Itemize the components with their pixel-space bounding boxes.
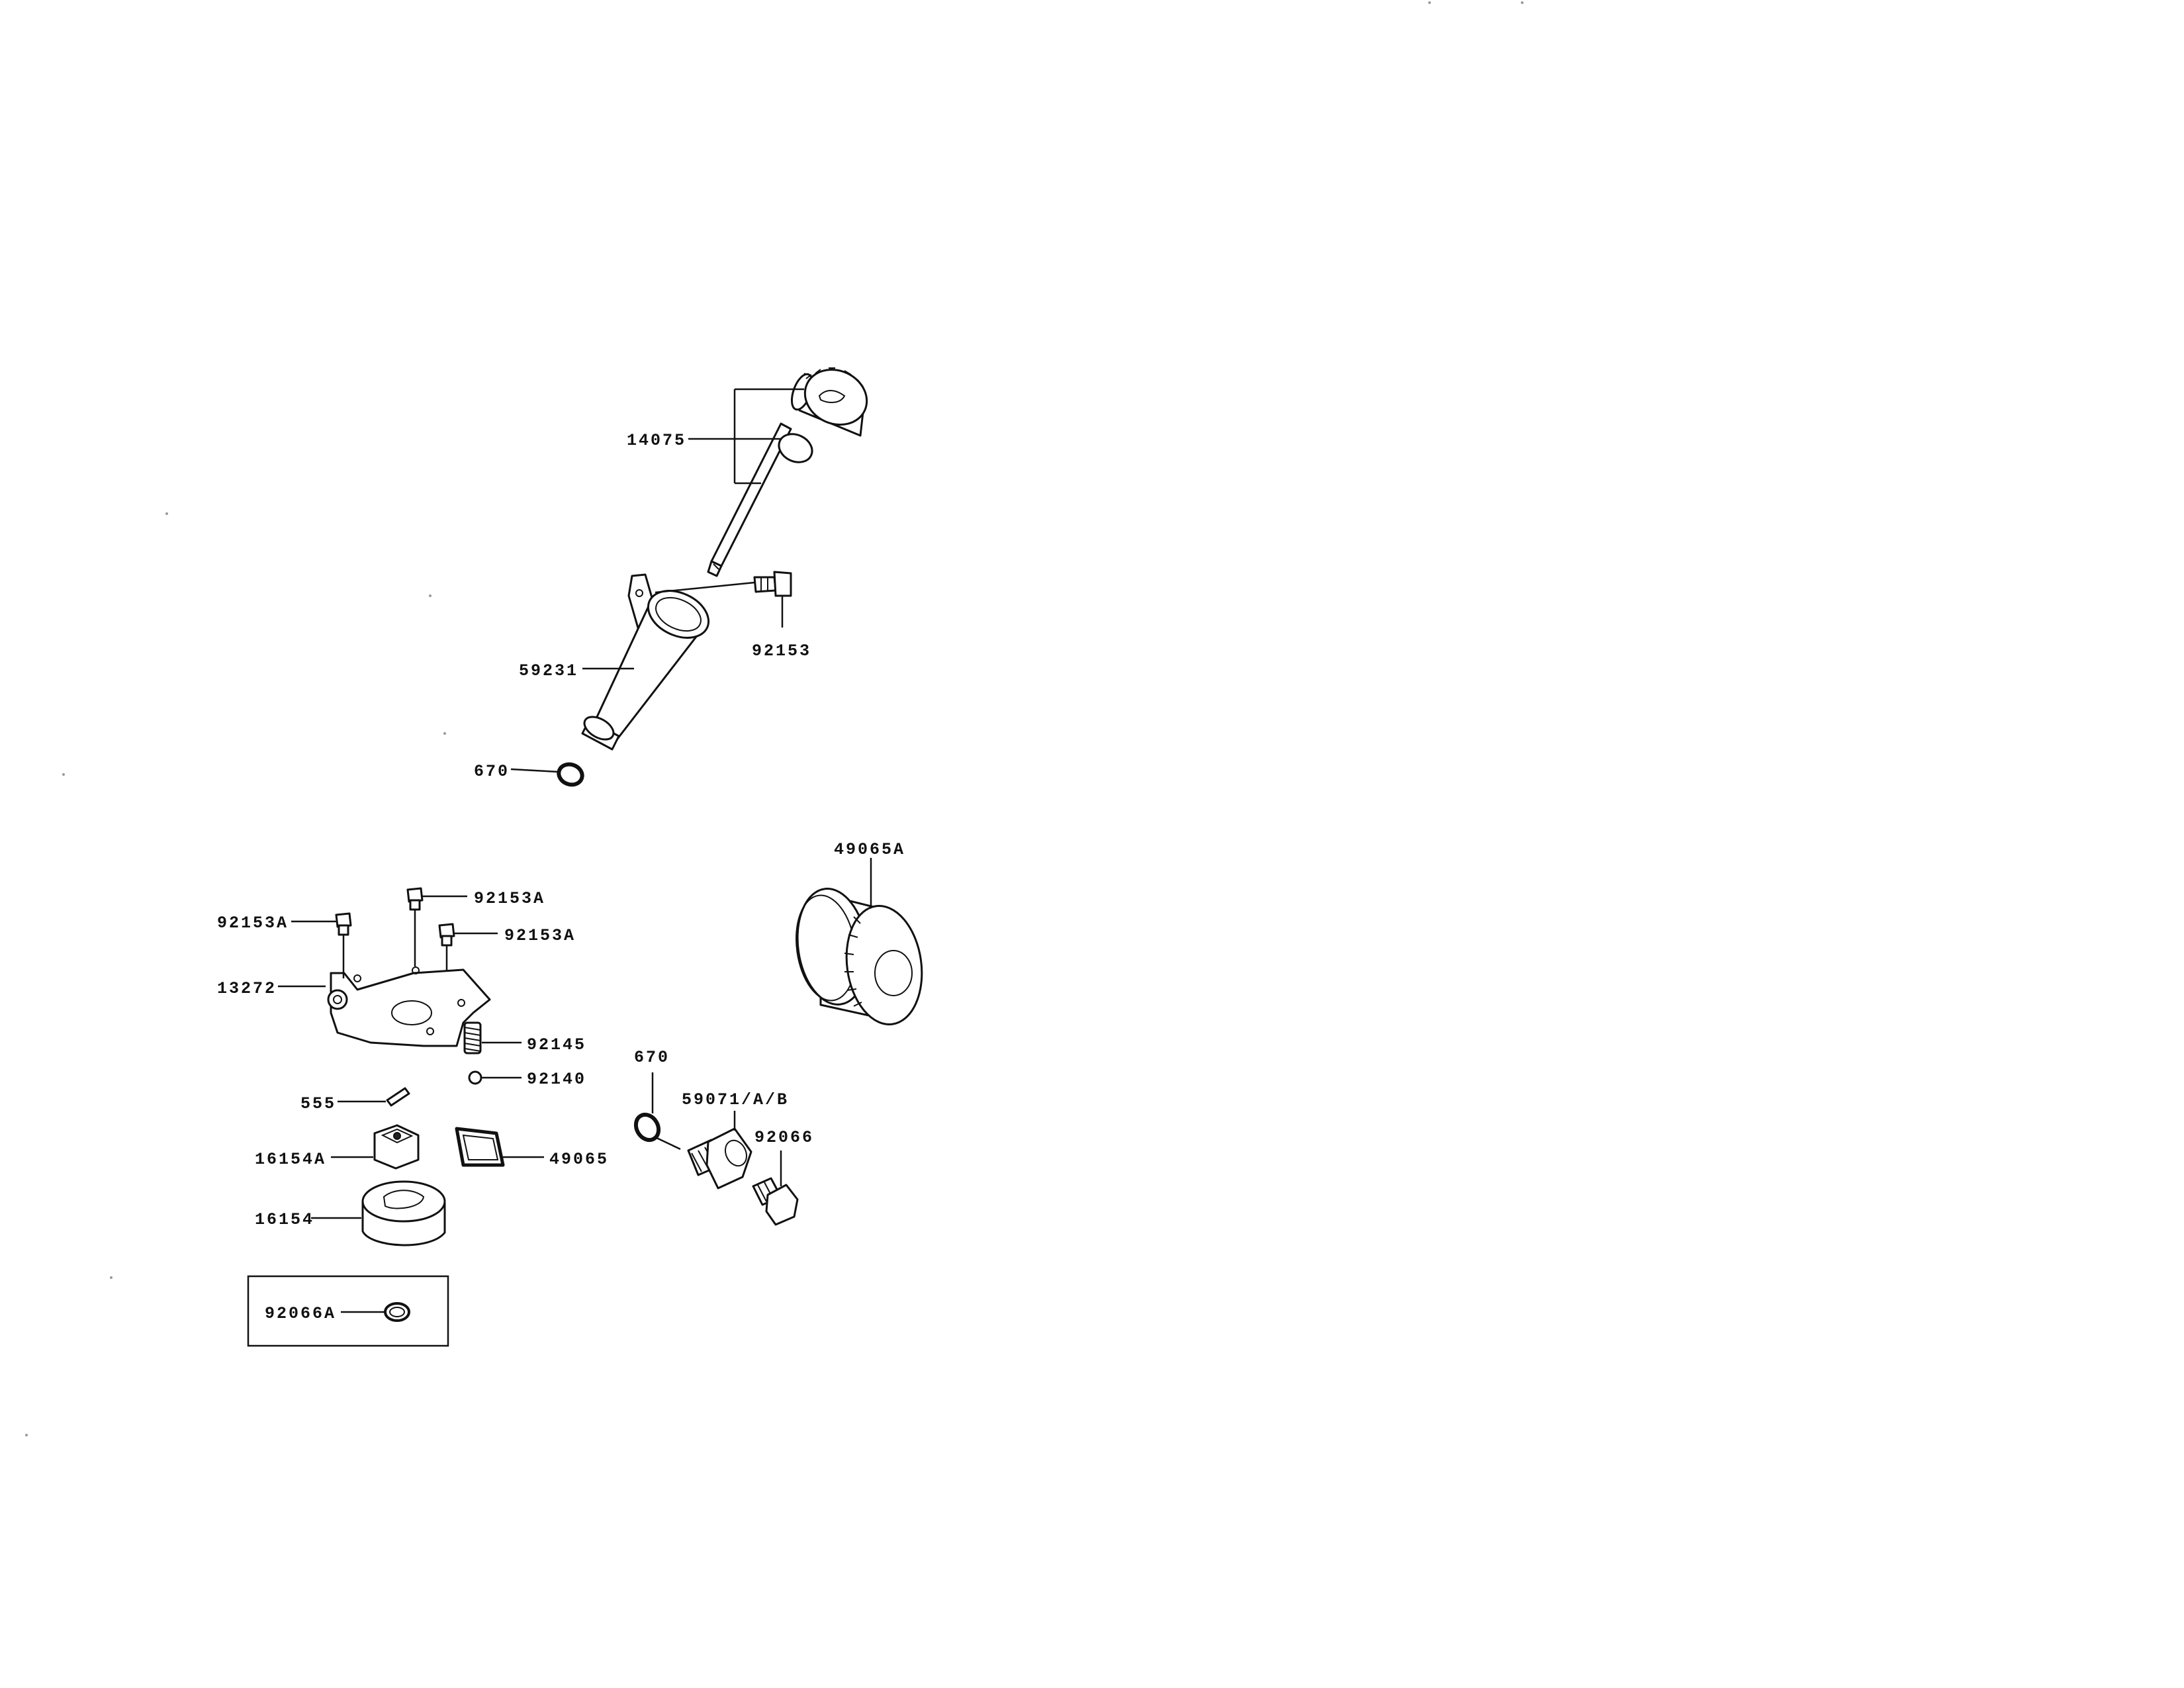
label-13272: 13272 xyxy=(217,979,277,998)
label-59231: 59231 xyxy=(519,661,578,680)
bolt-92153 xyxy=(655,571,792,628)
label-92066: 92066 xyxy=(754,1128,814,1147)
label-59071: 59071/A/B xyxy=(682,1090,789,1109)
leader-14075 xyxy=(688,388,804,485)
dipstick-14075 xyxy=(707,367,868,577)
inner-rotor-16154A xyxy=(331,1124,420,1170)
label-92153: 92153 xyxy=(752,641,811,661)
label-14075: 14075 xyxy=(627,431,686,450)
label-670-top: 670 xyxy=(474,762,510,781)
outer-rotor-16154 xyxy=(311,1180,446,1246)
label-670-mid: 670 xyxy=(634,1048,670,1067)
oring-670-top xyxy=(510,762,584,787)
label-16154A: 16154A xyxy=(255,1150,326,1169)
screen-49065 xyxy=(455,1127,544,1167)
scan-noise xyxy=(25,1,1524,1436)
kit-box-92066A xyxy=(247,1275,449,1347)
pump-cover-13272 xyxy=(327,966,491,1047)
bolt-92153A-top xyxy=(406,887,467,966)
ball-92140 xyxy=(468,1070,522,1085)
label-92153A-top: 92153A xyxy=(474,889,545,908)
drain-plug-92066 xyxy=(752,1150,799,1226)
filler-tube-59231 xyxy=(581,573,710,751)
bolt-92153A-left xyxy=(291,912,352,978)
bolt-92153A-right xyxy=(438,923,498,972)
label-555: 555 xyxy=(300,1094,336,1113)
pin-555 xyxy=(338,1087,410,1107)
label-49065: 49065 xyxy=(549,1150,609,1169)
label-92066A: 92066A xyxy=(265,1304,336,1323)
label-92145: 92145 xyxy=(527,1035,586,1055)
fitting-59071 xyxy=(687,1111,752,1190)
label-92140: 92140 xyxy=(527,1070,586,1089)
spring-92145 xyxy=(463,1021,522,1055)
oring-670-mid xyxy=(633,1072,681,1150)
label-92153A-left: 92153A xyxy=(217,914,289,933)
label-92153A-right: 92153A xyxy=(504,926,576,945)
label-49065A: 49065A xyxy=(834,840,905,859)
label-16154: 16154 xyxy=(255,1210,314,1229)
oil-filter-49065A xyxy=(796,858,923,1025)
